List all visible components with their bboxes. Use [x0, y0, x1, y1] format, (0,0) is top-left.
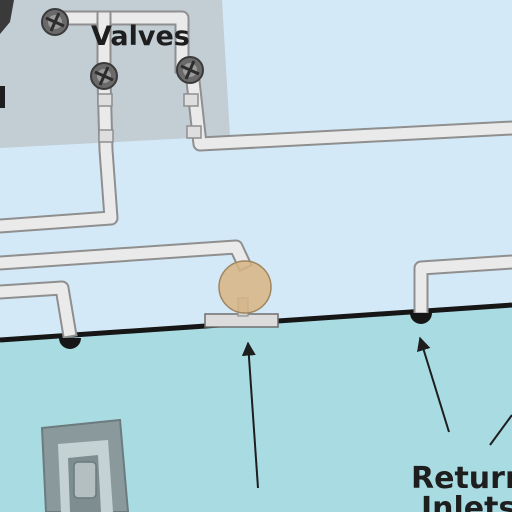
pipe-collar: [97, 93, 113, 107]
return-inlets-label-line2: Inlets: [421, 491, 512, 512]
valve-icon: [176, 56, 204, 84]
equipment-fragment: [0, 0, 14, 34]
main-drain-icon: [40, 418, 130, 512]
pipe-collar: [98, 129, 114, 143]
return-inlets-label-line1: Return: [411, 461, 512, 496]
return-inlet-icon: [59, 338, 81, 349]
valves-label: Valves: [91, 21, 190, 52]
pipes: [0, 10, 512, 339]
pool-water: [0, 305, 512, 512]
equipment-mark: [0, 86, 5, 108]
skimmer-float-icon: [218, 260, 272, 314]
inlet-arrow: [417, 336, 450, 433]
pipe-collar: [186, 125, 202, 139]
valve-icon: [90, 62, 118, 90]
pipe-collar: [183, 93, 199, 107]
skimmer-arrow: [241, 341, 259, 489]
inlet-arrow-2: [489, 414, 512, 446]
valve-icon: [41, 8, 69, 36]
return-inlet-icon: [410, 313, 432, 324]
